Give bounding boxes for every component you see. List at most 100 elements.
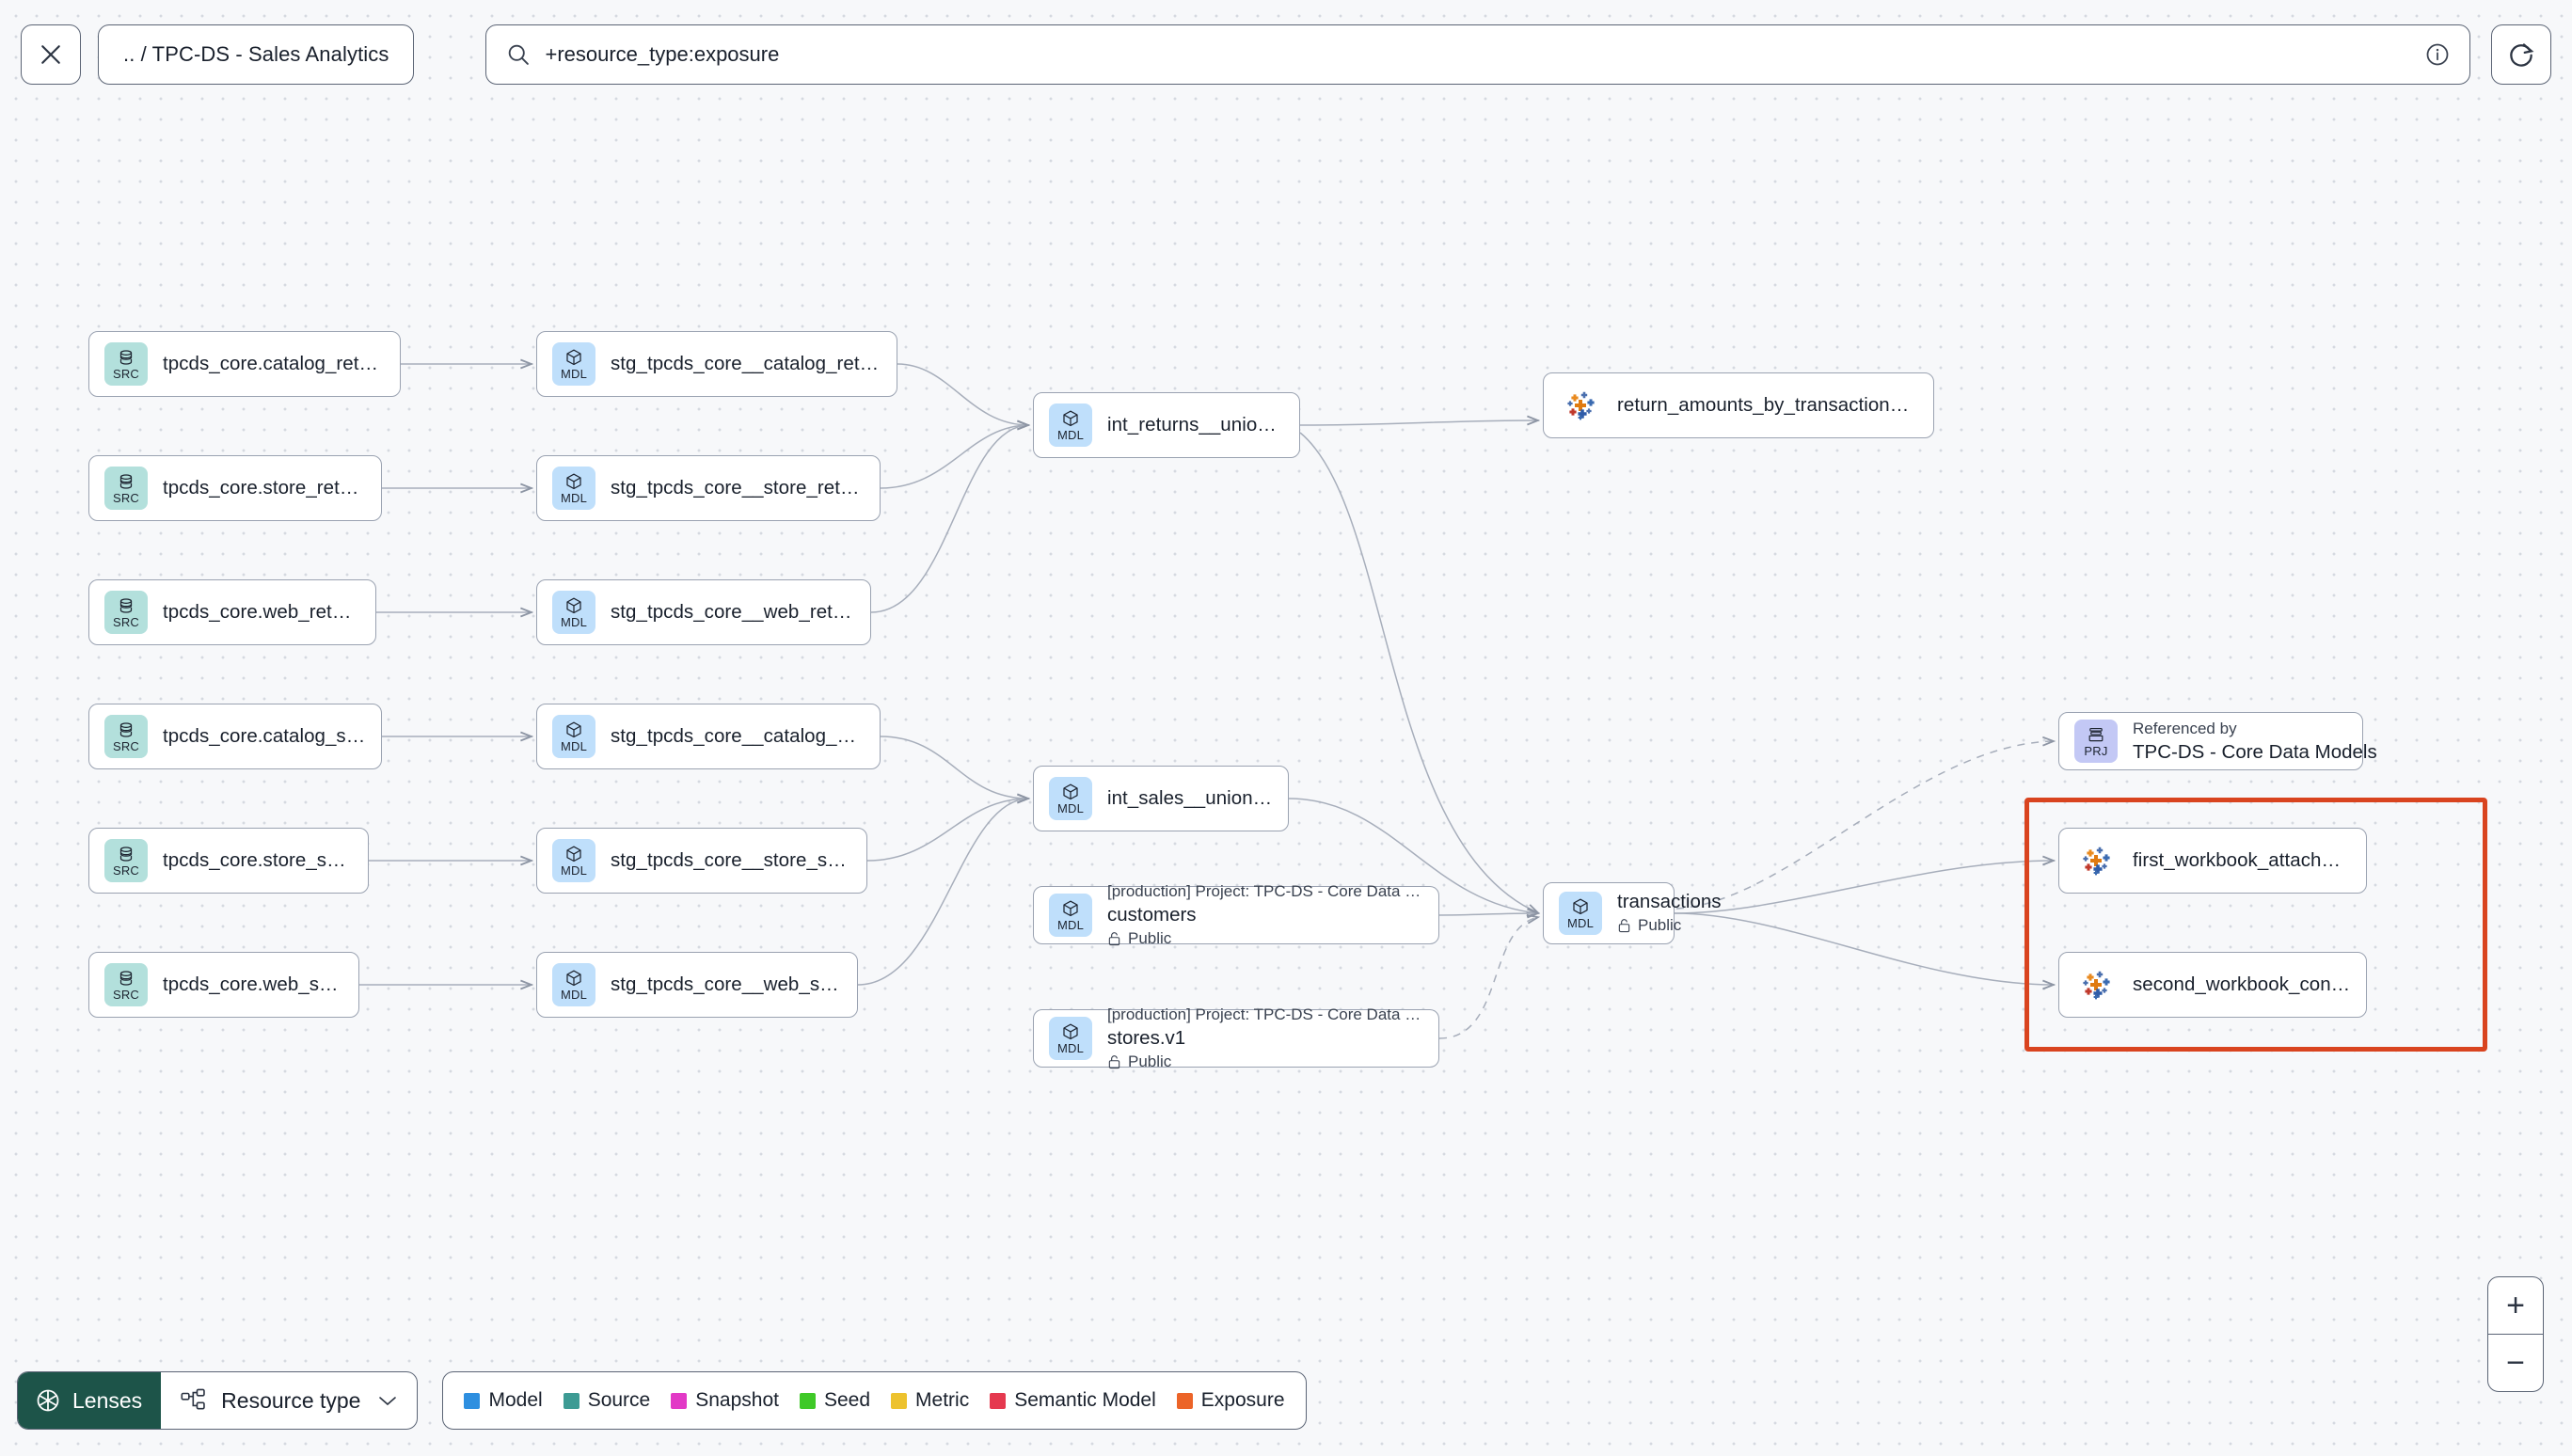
legend-label: Semantic Model (1014, 1389, 1156, 1411)
resource-badge-prj: PRJ (2074, 720, 2118, 763)
badge-label: SRC (112, 367, 140, 381)
zoom-in-button[interactable]: + (2506, 1287, 2525, 1323)
cube-icon (564, 969, 583, 988)
resource-badge-src: SRC (104, 591, 148, 634)
graph-node-stg_store_sales[interactable]: MDL stg_tpcds_core__store_sales (536, 828, 867, 894)
graph-node-src_store_returns[interactable]: SRC tpcds_core.store_returns (88, 455, 382, 521)
close-button[interactable] (21, 24, 81, 85)
node-title: transactions (1617, 891, 1722, 912)
node-label: tpcds_core.store_sales (163, 849, 353, 871)
legend-swatch (1176, 1392, 1193, 1409)
graph-node-mdl_stores[interactable]: MDL[production] Project: TPC-DS - Core D… (1033, 1005, 1439, 1070)
resource-badge-mdl: MDL (1049, 1017, 1092, 1060)
tableau-icon (1559, 384, 1602, 427)
database-icon (117, 472, 135, 491)
zoom-out-button[interactable]: − (2506, 1344, 2525, 1381)
badge-label: MDL (1056, 801, 1085, 815)
tableau-icon (2074, 839, 2118, 882)
graph-node-src_web_returns[interactable]: SRC tpcds_core.web_returns (88, 579, 376, 645)
node-label: stg_tpcds_core__store_sales (611, 849, 851, 871)
graph-node-exp_second[interactable]: second_workbook_connected_to_live… (2058, 952, 2367, 1018)
legend-item-model[interactable]: Model (464, 1389, 543, 1412)
badge-label: MDL (1056, 918, 1085, 932)
badge-label: MDL (560, 739, 588, 753)
chevron-down-icon (379, 1397, 397, 1406)
info-icon[interactable] (2424, 41, 2451, 68)
search-input[interactable] (545, 25, 2424, 84)
refresh-button[interactable] (2491, 24, 2551, 85)
node-text-block: [production] Project: TPC-DS - Core Data… (1107, 880, 1423, 950)
zoom-controls: + − (2487, 1276, 2544, 1392)
badge-label: SRC (112, 491, 140, 505)
graph-node-exp_first[interactable]: first_workbook_attached_to_tpc-ds_-_… (2058, 828, 2367, 894)
graph-node-mdl_customers[interactable]: MDL [production] Project: TPC-DS - Core D… (1033, 882, 1439, 947)
node-access-label: Public (1107, 1051, 1423, 1073)
badge-label: MDL (1056, 1041, 1085, 1055)
database-icon (117, 845, 135, 863)
node-label: first_workbook_attached_to_tpc-ds_-_… (2133, 849, 2351, 871)
node-subtitle: Referenced by (2133, 720, 2237, 737)
legend-item-source[interactable]: Source (563, 1389, 651, 1412)
cube-icon (564, 845, 583, 863)
resource-type-dropdown[interactable]: Resource type (161, 1372, 417, 1429)
legend-label: Seed (823, 1389, 871, 1411)
resource-badge-src: SRC (104, 963, 148, 1006)
resource-badge-mdl: MDL (552, 467, 595, 510)
resource-badge-mdl: MDL (1559, 892, 1602, 935)
lock-open-icon (1108, 932, 1120, 946)
badge-label: MDL (560, 367, 588, 381)
lock-open-icon (1618, 919, 1630, 933)
resource-badge-mdl: MDL (552, 839, 595, 882)
node-label: tpcds_core.catalog_sales (163, 725, 366, 747)
node-label: stg_tpcds_core__web_sales (611, 973, 842, 995)
node-title: stores.v1 (1107, 1027, 1186, 1049)
cube-icon (1571, 897, 1590, 916)
node-label: tpcds_core.store_returns (163, 477, 366, 499)
cube-icon (564, 720, 583, 739)
resource-badge-mdl: MDL (1049, 404, 1092, 447)
legend-item-metric[interactable]: Metric (891, 1389, 969, 1412)
legend-swatch (799, 1392, 816, 1409)
badge-label: MDL (560, 863, 588, 878)
database-icon (117, 720, 135, 739)
graph-node-return_amounts[interactable]: return_amounts_by_transaction_type (1543, 372, 1934, 438)
node-label: tpcds_core.web_returns (163, 601, 360, 623)
cube-icon (1061, 899, 1080, 918)
search-bar[interactable] (485, 24, 2470, 85)
resource-type-legend: Model Source Snapshot Seed Metric Semantic Mo… (442, 1371, 1307, 1430)
resource-badge-mdl: MDL (1049, 894, 1092, 937)
breadcrumb[interactable]: .. / TPC-DS - Sales Analytics (98, 24, 415, 85)
lenses-button[interactable]: Lenses (18, 1372, 162, 1429)
database-icon (117, 596, 135, 615)
legend-item-exposure[interactable]: Exposure (1176, 1389, 1285, 1412)
database-icon (117, 969, 135, 988)
resource-badge-src: SRC (104, 715, 148, 758)
cube-icon (564, 596, 583, 615)
database-icon (117, 348, 135, 367)
legend-item-seed[interactable]: Seed (799, 1389, 871, 1412)
graph-node-src_catalog_sales[interactable]: SRC tpcds_core.catalog_sales (88, 704, 382, 769)
cube-icon (564, 348, 583, 367)
legend-item-semantic-model[interactable]: Semantic Model (990, 1389, 1156, 1412)
legend-label: Source (587, 1389, 651, 1411)
badge-label: MDL (560, 491, 588, 505)
legend-item-snapshot[interactable]: Snapshot (671, 1389, 779, 1412)
cube-icon (1061, 1022, 1080, 1041)
search-icon (509, 44, 530, 65)
